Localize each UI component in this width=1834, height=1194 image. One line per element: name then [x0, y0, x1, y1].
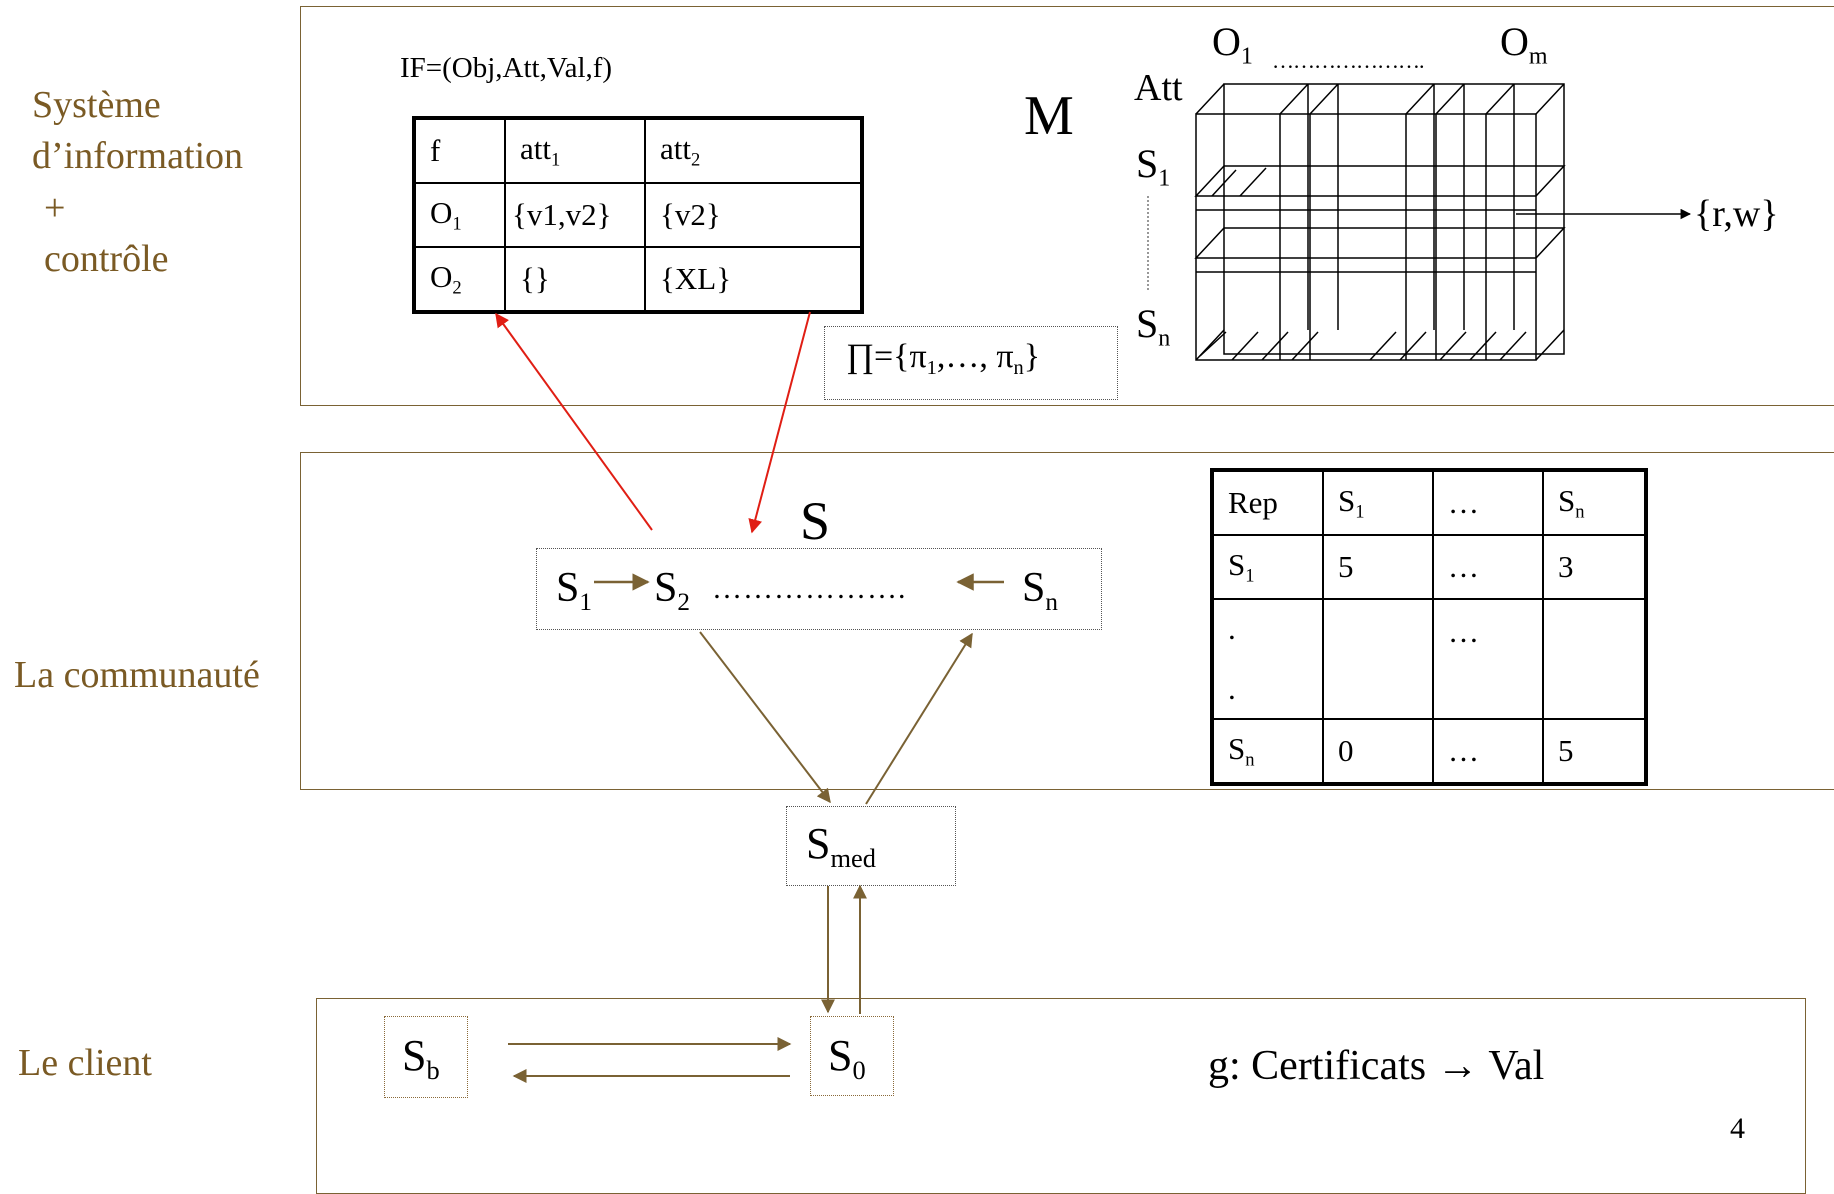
smed-box	[786, 806, 956, 886]
header-cell: att1	[504, 117, 646, 184]
table-cell: …	[1432, 598, 1544, 720]
if-label: IF=(Obj,Att,Val,f)	[400, 52, 613, 84]
community-label: La communauté	[14, 654, 260, 696]
table-cell	[1542, 598, 1647, 720]
chain-dots: ……………….	[712, 572, 907, 605]
community-s-label: S	[800, 491, 831, 551]
table-row: Sn 0 … 5	[1211, 718, 1647, 785]
table-cell: Sn	[1211, 718, 1324, 785]
sb-box	[384, 1016, 468, 1098]
chain-sn: Sn	[1022, 565, 1058, 616]
m-label: M	[1024, 85, 1074, 147]
header-cell: Rep	[1211, 469, 1324, 536]
page-number: 4	[1730, 1112, 1745, 1145]
table-cell: 0	[1322, 718, 1434, 785]
table-cell: {XL}	[644, 246, 863, 313]
client-layer	[316, 998, 1806, 1194]
table-cell: …	[1432, 534, 1544, 600]
cube-o-dots: ………………….	[1272, 48, 1424, 73]
rw-label: {r,w}	[1694, 193, 1779, 235]
info-system-layer	[300, 6, 1834, 406]
client-label: Le client	[18, 1042, 152, 1084]
cube-om-label: Om	[1500, 19, 1548, 70]
header-cell: f	[413, 117, 506, 184]
cube-s1-label: S1	[1136, 141, 1171, 192]
cube-sn-label: Sn	[1136, 301, 1171, 352]
table-cell: S1	[1211, 534, 1324, 600]
s0-box	[810, 1016, 894, 1096]
chain-s1: S1	[556, 565, 592, 616]
header-cell: S1	[1322, 469, 1434, 536]
table-cell: 3	[1542, 534, 1647, 600]
header-cell: att2	[644, 117, 863, 184]
policy-label: ∏={π1,…, πn}	[846, 338, 1041, 380]
table-row: . . …	[1211, 598, 1647, 720]
smed-label: Smed	[806, 819, 876, 874]
dot-cell: .	[1228, 611, 1236, 646]
rep-table: Rep S1 … Sn S1 5 … 3 . . … Sn 0 … 5	[1210, 468, 1648, 786]
certificat-mapping: g: Certificats → Val	[1208, 1043, 1545, 1089]
s0-label: S0	[828, 1031, 866, 1086]
chain-box	[536, 548, 1102, 630]
system-label: Système d’information + contrôle	[32, 84, 244, 280]
table-cell	[1322, 598, 1434, 720]
community-layer	[300, 452, 1834, 790]
table-row: O1 {v1,v2} {v2}	[413, 182, 863, 248]
table-row: Rep S1 … Sn	[1211, 469, 1647, 536]
table-cell: O2	[413, 246, 506, 313]
header-cell: …	[1432, 469, 1544, 536]
table-row: S1 5 … 3	[1211, 534, 1647, 600]
cube-att-label: Att	[1134, 67, 1183, 109]
cube-o1-label: O1	[1212, 19, 1253, 70]
sb-label: Sb	[402, 1031, 440, 1086]
table-cell: 5	[1542, 718, 1647, 785]
dot-cell: .	[1228, 671, 1236, 706]
chain-s2: S2	[654, 565, 690, 616]
table-cell: …	[1432, 718, 1544, 785]
table-row: O2 {} {XL}	[413, 246, 863, 313]
policy-box	[824, 326, 1118, 400]
table-cell: 5	[1322, 534, 1434, 600]
table-cell: {}	[504, 246, 646, 313]
table-row: f att1 att2	[413, 117, 863, 184]
table-cell: . .	[1211, 598, 1324, 720]
table-cell: {v2}	[644, 182, 863, 248]
header-cell: Sn	[1542, 469, 1647, 536]
if-table: f att1 att2 O1 {v1,v2} {v2} O2 {} {XL}	[412, 116, 864, 314]
table-cell: {v1,v2}	[504, 182, 646, 248]
table-cell: O1	[413, 182, 506, 248]
